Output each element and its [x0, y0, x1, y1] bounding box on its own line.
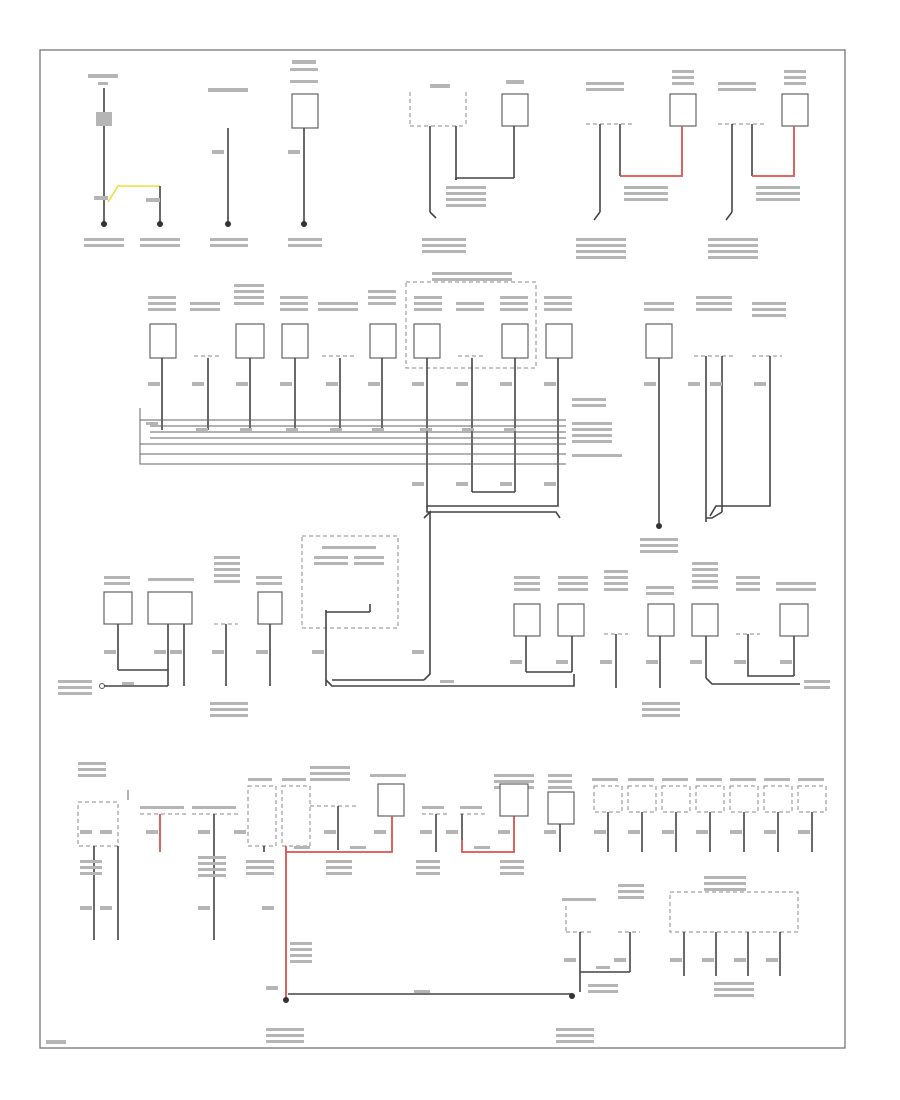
- row-3-center-left-group: [210, 556, 283, 717]
- row-5-circuits: [556, 876, 799, 1043]
- radio-ground-circuit: [409, 80, 529, 253]
- row-4-left-highlight: [140, 806, 238, 940]
- row-4-center-right: [416, 774, 575, 875]
- row-2-drops: [148, 358, 559, 500]
- row-4-right-repeat: [592, 778, 827, 852]
- row-5-right-module: [669, 876, 799, 997]
- row-4-center-bus: [234, 766, 572, 1043]
- right-speaker-ground-circuit: [708, 70, 809, 259]
- row-2-bus-circuits: [139, 272, 786, 553]
- diagram-frame: [39, 49, 846, 1049]
- row-3-module-group: [301, 510, 575, 687]
- row-3-left-group: [58, 576, 194, 695]
- row-4-far-left: [77, 762, 129, 940]
- row-1-circuits: [84, 60, 809, 259]
- row-2-bus: [139, 398, 622, 519]
- row-2-components: [148, 272, 573, 369]
- row-3-right-group: [510, 562, 830, 717]
- horn-ground-circuit: [288, 60, 322, 247]
- row-5-switch-group: [556, 884, 644, 1043]
- footer-code: [46, 1040, 66, 1044]
- engine-ground-circuit: [208, 88, 248, 247]
- battery-ground-circuit: [84, 74, 180, 247]
- row-3-circuits: [58, 510, 830, 717]
- row-2-right-circuits: [640, 296, 786, 553]
- row-4-circuits: [77, 762, 827, 1043]
- left-speaker-ground-circuit: [576, 70, 697, 259]
